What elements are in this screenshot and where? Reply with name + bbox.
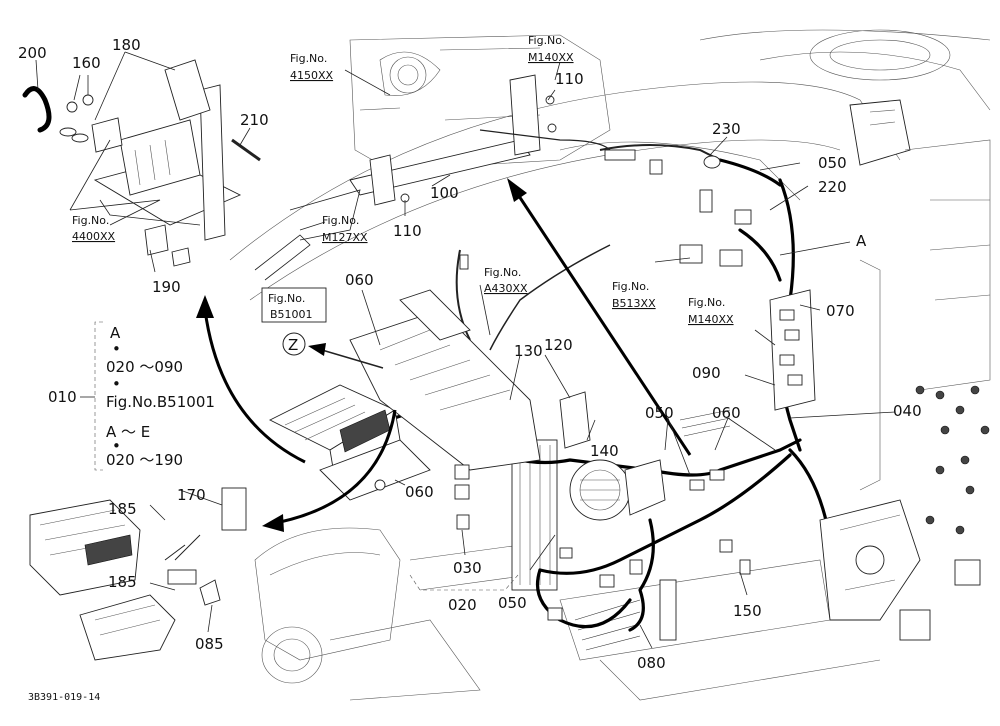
figref-a430xx-code: A430XX <box>484 282 528 295</box>
engine-control-unit <box>268 384 401 481</box>
callout-Z: Z <box>288 336 298 354</box>
assembly-line-4: A ～ E <box>106 423 150 441</box>
bottom-connectors <box>547 469 751 641</box>
callout-050-c: 050 <box>498 594 527 612</box>
figref-m140xx-top-code: M140XX <box>528 51 574 64</box>
figref-m127xx-code: M127XX <box>322 231 368 244</box>
callout-220: 220 <box>818 178 847 196</box>
callout-130: 130 <box>514 342 543 360</box>
assembly-line-2: 020 ～090 <box>106 358 183 376</box>
bracket-assembly-detail <box>22 59 261 267</box>
label-card-170 <box>221 487 247 531</box>
svg-text:•: • <box>112 340 121 358</box>
figref-m140xx-mid: Fig.No. M140XX <box>688 296 734 326</box>
figref-4400xx-prefix: Fig.No. <box>72 214 109 227</box>
figref-m127xx: Fig.No. M127XX <box>322 214 368 244</box>
figref-a430xx-prefix: Fig.No. <box>484 266 521 279</box>
figref-4150xx-code: 4150XX <box>290 69 334 82</box>
right-lower-unit <box>819 499 981 641</box>
callout-030: 030 <box>453 559 482 577</box>
figref-4400xx: Fig.No. 4400XX <box>72 214 116 243</box>
callout-110-mid: 110 <box>393 222 422 240</box>
assembly-note-010: 010 A • 020 ～090 • Fig.No.B51001 A ～ E •… <box>48 321 215 471</box>
figref-b513xx: Fig.No. B513XX <box>612 280 656 310</box>
callout-050-b: 050 <box>645 404 674 422</box>
callout-110-top: 110 <box>555 70 584 88</box>
callout-040: 040 <box>893 402 922 420</box>
figref-a430xx: Fig.No. A430XX <box>484 266 528 295</box>
mounting-bracket-100 <box>254 74 557 281</box>
reference-arrows <box>164 178 692 561</box>
figref-m140xx-mid-prefix: Fig.No. <box>688 296 725 309</box>
figref-b513xx-prefix: Fig.No. <box>612 280 649 293</box>
figref-b51001-box: Fig.No. B51001 <box>261 287 327 323</box>
leader-lines <box>35 51 896 649</box>
callout-Z-circle <box>282 332 306 356</box>
figref-4150xx-prefix: Fig.No. <box>290 52 327 65</box>
figref-m140xx-top: Fig.No. M140XX <box>528 34 574 64</box>
callout-100: 100 <box>430 184 459 202</box>
alternator <box>569 459 666 521</box>
callout-185-a: 185 <box>108 500 137 518</box>
callout-A: A <box>856 232 867 250</box>
callout-200: 200 <box>18 44 47 62</box>
callout-140: 140 <box>590 442 619 460</box>
figref-b51001-code: B51001 <box>270 308 313 321</box>
assembly-line-3: Fig.No.B51001 <box>106 393 215 411</box>
drawing-number: 3B391-019-14 <box>28 692 100 703</box>
callout-180: 180 <box>112 36 141 54</box>
callout-060-c: 060 <box>712 404 741 422</box>
floor-holes <box>915 385 990 535</box>
callout-210: 210 <box>240 111 269 129</box>
callout-090: 090 <box>692 364 721 382</box>
assembly-number: 010 <box>48 388 77 406</box>
svg-text:•: • <box>112 437 121 455</box>
ecu-bracket <box>319 439 431 501</box>
callout-160: 160 <box>72 54 101 72</box>
relay-cluster-right <box>769 289 816 411</box>
callout-120: 120 <box>544 336 573 354</box>
callout-060-b: 060 <box>405 483 434 501</box>
callout-060-a: 060 <box>345 271 374 289</box>
relay-bracket-120 <box>559 391 591 449</box>
callout-080: 080 <box>637 654 666 672</box>
callout-230: 230 <box>712 120 741 138</box>
callout-050-a: 050 <box>818 154 847 172</box>
ecu-detail-lower-left <box>29 499 221 661</box>
figure-references: Fig.No. 4400XX Fig.No. 4150XX Fig.No. M1… <box>72 34 734 326</box>
callout-170: 170 <box>177 486 206 504</box>
callout-085: 085 <box>195 635 224 653</box>
callout-190: 190 <box>152 278 181 296</box>
callout-numbers: 200 160 180 210 190 110 110 100 060 060 … <box>18 36 922 672</box>
assembly-line-5: 020 ～190 <box>106 451 183 469</box>
figref-m127xx-prefix: Fig.No. <box>322 214 359 227</box>
assembly-line-1: A <box>110 324 121 342</box>
callout-020: 020 <box>448 596 477 614</box>
callout-070: 070 <box>826 302 855 320</box>
figref-4150xx: Fig.No. 4150XX <box>290 52 334 82</box>
svg-text:•: • <box>112 375 121 393</box>
figref-m140xx-mid-code: M140XX <box>688 313 734 326</box>
sensor-connectors-top <box>459 149 752 270</box>
figref-4400xx-code: 4400XX <box>72 230 116 243</box>
fuse-box-assembly <box>349 289 541 530</box>
figref-b51001-prefix: Fig.No. <box>268 292 305 305</box>
callout-185-b: 185 <box>108 573 137 591</box>
callout-150: 150 <box>733 602 762 620</box>
figref-b513xx-code: B513XX <box>612 297 656 310</box>
figref-m140xx-top-prefix: Fig.No. <box>528 34 565 47</box>
